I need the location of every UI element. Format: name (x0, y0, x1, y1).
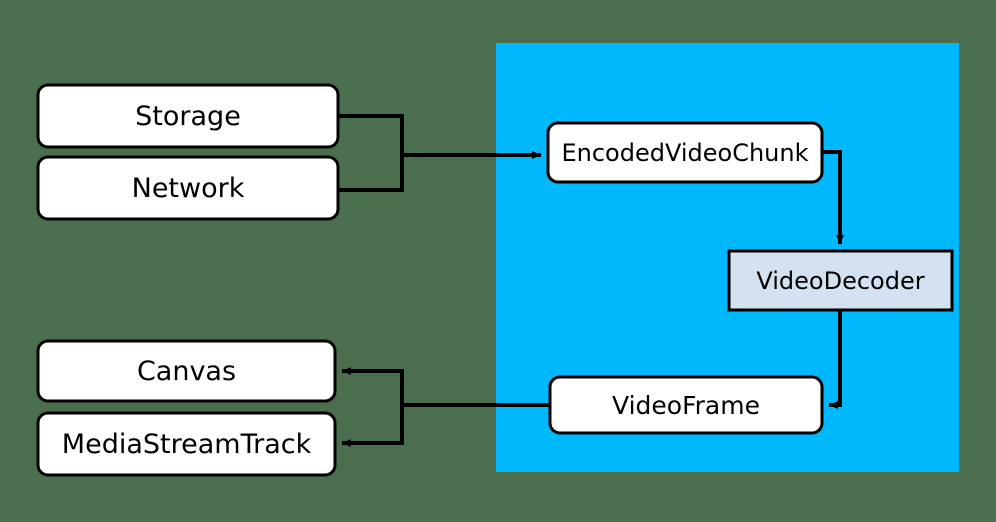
edge-network-to-chunk (338, 155, 404, 192)
node-encodedvideochunk[interactable] (546, 121, 824, 184)
node-network[interactable] (36, 155, 340, 221)
edge-decoder-to-frame (828, 310, 842, 409)
edge-chunk-to-decoder (822, 150, 844, 245)
node-canvas[interactable] (36, 339, 337, 403)
edge-storage-to-chunk (338, 114, 404, 155)
node-videoframe[interactable] (548, 375, 824, 435)
edge-frame-to-mediastreamtrack (341, 405, 404, 447)
node-mediastreamtrack[interactable] (36, 411, 337, 477)
node-videodecoder[interactable] (727, 249, 954, 312)
node-storage[interactable] (36, 83, 340, 149)
edge-frame-to-canvas (341, 367, 404, 405)
